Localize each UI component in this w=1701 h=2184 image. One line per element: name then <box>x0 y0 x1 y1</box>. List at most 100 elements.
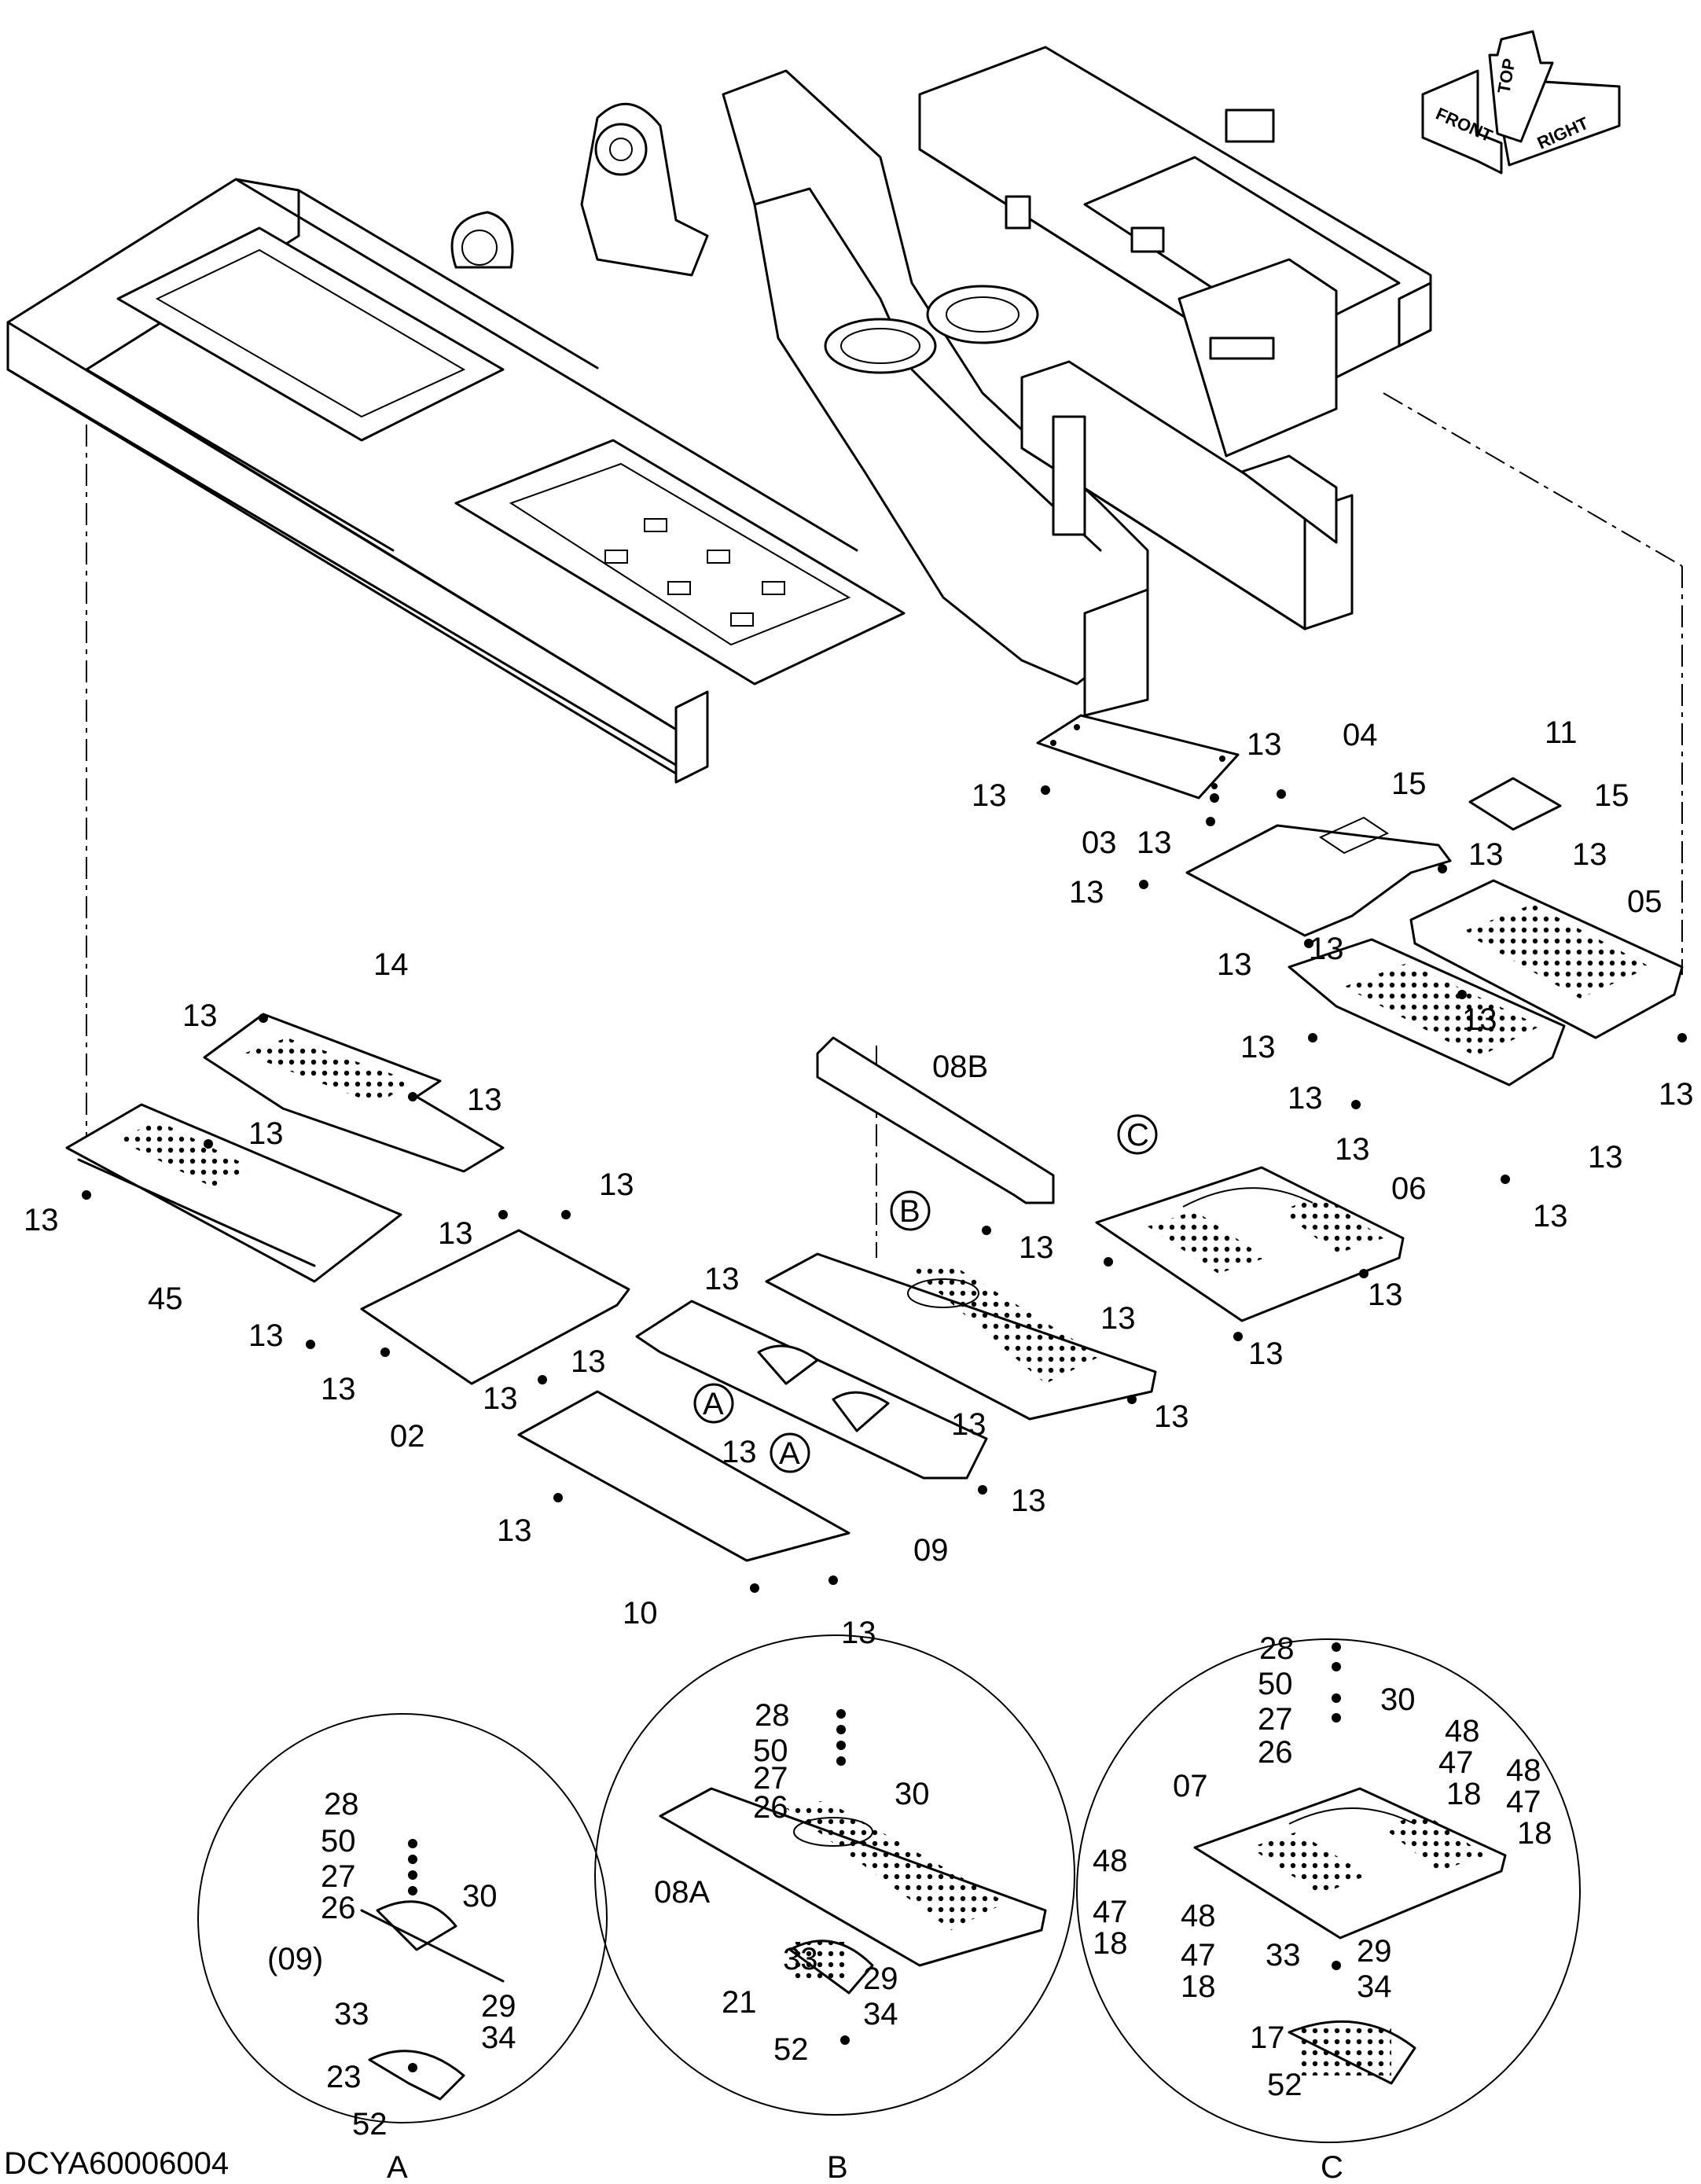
label-13: 13 <box>1309 932 1344 966</box>
label-08b: 08B <box>932 1050 988 1084</box>
label-13: 13 <box>1217 947 1252 982</box>
detail-b-label-26: 26 <box>753 1790 788 1825</box>
callout-a-1[interactable]: A <box>693 1383 734 1424</box>
detail-b-caption: B <box>827 2150 848 2184</box>
detail-c-label-33: 33 <box>1266 1938 1301 1973</box>
detail-c-label-17: 17 <box>1250 2020 1285 2055</box>
detail-c-label-48: 48 <box>1181 1899 1216 1933</box>
label-13: 13 <box>972 778 1007 813</box>
detail-a-label-23: 23 <box>326 2060 362 2094</box>
plate-06 <box>1288 938 1566 1086</box>
detail-a-label-52: 52 <box>352 2107 388 2142</box>
label-13: 13 <box>1572 837 1607 872</box>
label-45: 45 <box>148 1281 183 1316</box>
detail-c-label-47: 47 <box>1093 1895 1128 1929</box>
label-13: 13 <box>497 1513 532 1548</box>
detail-b-label-34: 34 <box>863 1997 898 2031</box>
label-13: 13 <box>467 1083 502 1117</box>
label-13: 13 <box>841 1616 876 1650</box>
label-13: 13 <box>599 1167 634 1202</box>
detail-b-label-33: 33 <box>783 1942 818 1976</box>
label-13: 13 <box>1137 825 1172 860</box>
detail-c-label-18: 18 <box>1181 1969 1216 2004</box>
label-13: 13 <box>951 1407 986 1442</box>
plate-04 <box>1185 816 1452 937</box>
detail-c-label-50: 50 <box>1258 1667 1293 1701</box>
label-13: 13 <box>1368 1278 1403 1312</box>
label-13: 13 <box>704 1262 740 1296</box>
detail-c-label-34: 34 <box>1357 1969 1392 2004</box>
bolt-markers <box>82 785 1687 1593</box>
part-labels: 13 03 13 04 13 13 15 11 15 13 13 05 13 1… <box>24 715 1694 1650</box>
detail-a-label-26: 26 <box>321 1891 356 1925</box>
detail-a-caption: A <box>387 2150 408 2184</box>
detail-b-label-52: 52 <box>773 2032 809 2067</box>
callout-c-letter: C <box>1126 1118 1149 1153</box>
detail-c-label-48: 48 <box>1506 1753 1541 1788</box>
main-frame <box>6 46 1432 784</box>
detail-a-label-28: 28 <box>324 1787 359 1822</box>
label-11: 11 <box>1545 715 1578 750</box>
detail-a-label-30: 30 <box>462 1879 498 1914</box>
detail-b-label-08a: 08A <box>654 1875 710 1910</box>
label-05: 05 <box>1627 884 1662 919</box>
callout-c[interactable]: C <box>1117 1114 1158 1155</box>
callout-b[interactable]: B <box>890 1190 931 1231</box>
plate-11 <box>1468 777 1562 831</box>
orientation-mark: FRONT TOP RIGHT <box>1421 30 1621 175</box>
label-13: 13 <box>1019 1230 1054 1265</box>
detail-c-label-26: 26 <box>1258 1735 1293 1770</box>
label-13: 13 <box>1248 1337 1284 1371</box>
detail-b-label-27: 27 <box>753 1761 788 1796</box>
detail-c-label-52: 52 <box>1267 2068 1302 2102</box>
detail-a-label-09: (09) <box>267 1942 323 1976</box>
label-13: 13 <box>1011 1484 1046 1518</box>
label-13: 13 <box>1659 1077 1694 1112</box>
detail-c-label-27: 27 <box>1258 1702 1293 1737</box>
detail-c-label-47: 47 <box>1181 1938 1216 1973</box>
detail-c-label-18: 18 <box>1517 1816 1552 1851</box>
detail-a-label-29: 29 <box>481 1989 516 2024</box>
detail-c-label-47: 47 <box>1506 1785 1541 1819</box>
label-13: 13 <box>722 1435 757 1469</box>
label-14: 14 <box>373 947 409 982</box>
label-13: 13 <box>1100 1301 1136 1336</box>
callout-a-2[interactable]: A <box>770 1432 810 1473</box>
label-13: 13 <box>1588 1140 1623 1175</box>
label-13: 13 <box>438 1216 473 1251</box>
label-02: 02 <box>390 1419 425 1454</box>
plate-08a <box>765 1252 1157 1421</box>
detail-a-label-50: 50 <box>321 1824 356 1859</box>
label-13: 13 <box>1533 1199 1568 1234</box>
callout-a-letter: A <box>703 1387 724 1421</box>
detail-a-label-33: 33 <box>334 1997 369 2031</box>
plate-07-top <box>1095 1166 1405 1322</box>
label-13: 13 <box>1240 1030 1276 1064</box>
detail-b-label-50: 50 <box>753 1734 788 1768</box>
plate-08b <box>816 1036 1055 1204</box>
plate-09 <box>635 1300 988 1480</box>
label-13: 13 <box>571 1344 606 1379</box>
callout-a-letter: A <box>779 1436 800 1471</box>
drawing-code: DCYA60006004 <box>4 2146 229 2181</box>
plate-45 <box>65 1103 402 1283</box>
detail-b-label-30: 30 <box>895 1777 930 1811</box>
label-15: 15 <box>1594 778 1629 813</box>
detail-c-label-47: 47 <box>1438 1745 1474 1780</box>
label-13: 13 <box>248 1116 284 1151</box>
detail-c-caption: C <box>1321 2150 1343 2184</box>
detail-a: 28 50 27 26 30 (09) 33 29 34 23 52 A <box>197 1713 608 2184</box>
detail-b-label-28: 28 <box>755 1698 790 1733</box>
detail-c-label-48: 48 <box>1093 1844 1128 1878</box>
detail-c-label-30: 30 <box>1380 1682 1416 1717</box>
label-04: 04 <box>1343 718 1378 752</box>
plate-02 <box>360 1229 630 1385</box>
detail-c-label-48: 48 <box>1445 1714 1480 1748</box>
detail-b-label-29: 29 <box>863 1962 898 1996</box>
label-09: 09 <box>913 1533 949 1568</box>
label-13: 13 <box>321 1372 356 1406</box>
label-10: 10 <box>623 1596 658 1631</box>
label-13: 13 <box>1335 1132 1370 1167</box>
label-15: 15 <box>1391 767 1427 801</box>
